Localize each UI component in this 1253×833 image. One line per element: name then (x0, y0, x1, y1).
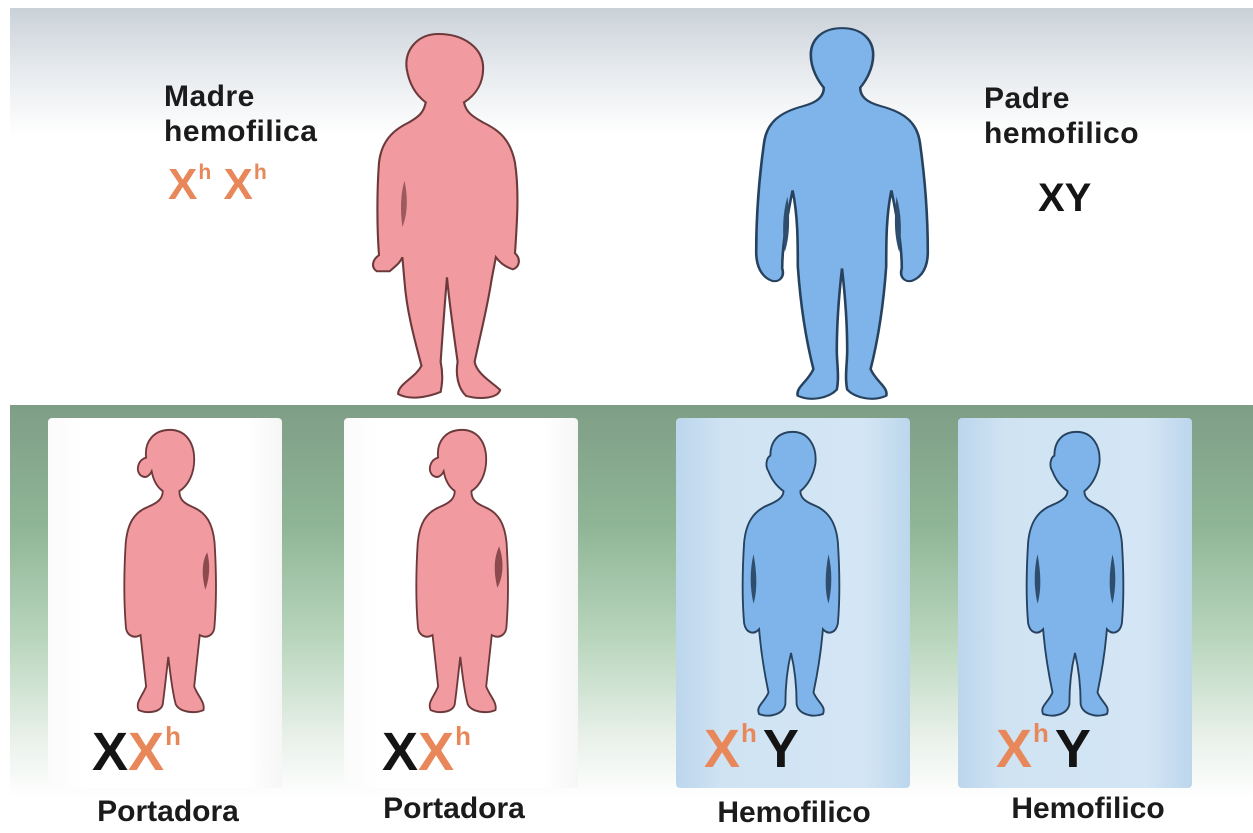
mother-label-line2: hemofilica (164, 115, 317, 150)
son-2-figure-icon (1000, 426, 1150, 722)
mother-label-line1: Madre (164, 80, 317, 115)
son-2-allele-x: Xh (996, 719, 1049, 779)
mother-label: Madre hemofilica (164, 80, 317, 149)
daughter-2-figure-icon (390, 424, 538, 720)
father-label-line1: Padre (984, 82, 1139, 117)
daughter-2-allele-2: Xh (418, 722, 471, 782)
son-1-allele-x: Xh (704, 719, 757, 779)
left-margin (0, 0, 10, 833)
daughter-1-allele-1: X (92, 722, 128, 782)
mother-allele-1: Xh (168, 160, 211, 209)
son-2-allele-y: Y (1055, 719, 1091, 779)
son-1-allele-y: Y (763, 719, 799, 779)
daughter-2-genotype: XXh (382, 725, 471, 779)
son-2-label: Hemofilico (978, 792, 1198, 826)
daughter-2-label: Portadora (344, 792, 564, 826)
mother-genotype: Xh Xh (168, 162, 267, 207)
son-1-figure-icon (716, 426, 866, 722)
father-label: Padre hemofilico (984, 82, 1139, 151)
father-genotype: XY (1038, 178, 1091, 218)
mother-allele-2: Xh (224, 160, 267, 209)
daughter-1-allele-2: Xh (128, 722, 181, 782)
daughter-2-allele-1: X (382, 722, 418, 782)
mother-figure-icon (362, 30, 532, 402)
father-label-line2: hemofilico (984, 117, 1139, 152)
daughter-1-label: Portadora (58, 795, 278, 829)
son-1-label: Hemofilico (684, 796, 904, 830)
daughter-1-figure-icon (98, 424, 246, 720)
daughter-1-genotype: XXh (92, 725, 181, 779)
father-figure-icon (738, 24, 946, 404)
